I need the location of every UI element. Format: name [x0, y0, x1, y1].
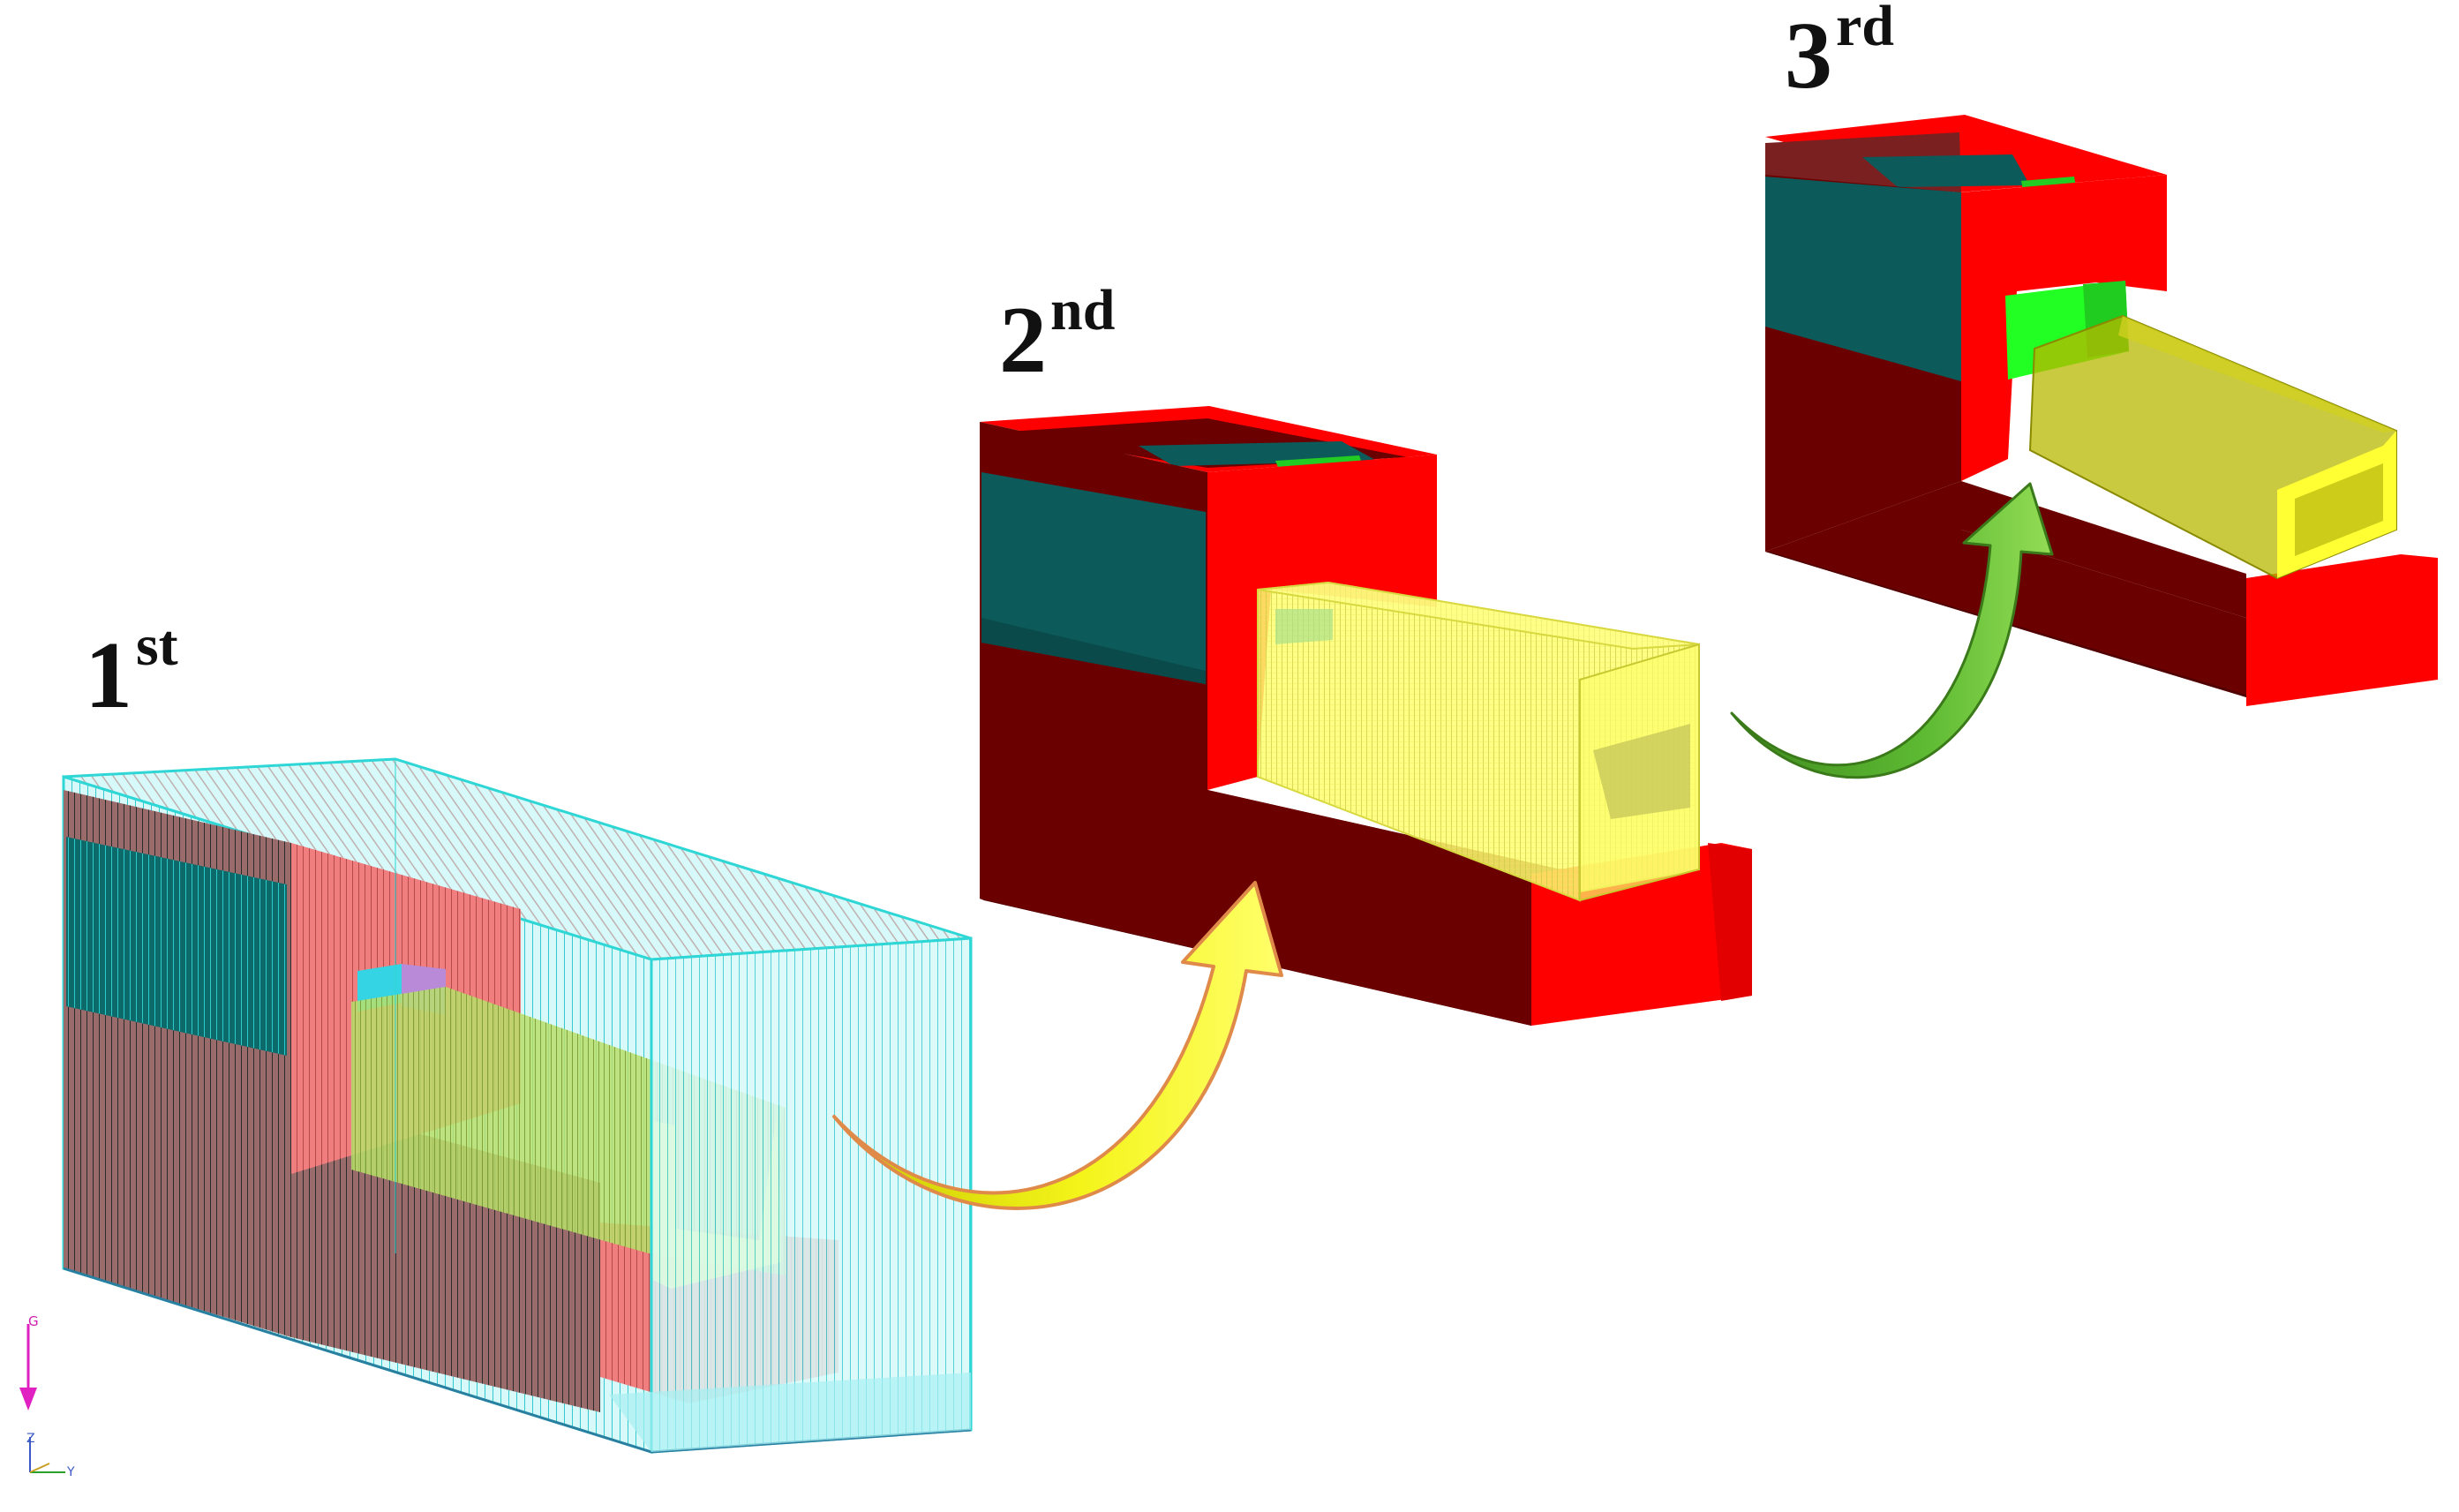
stage-3-suffix: rd — [1836, 0, 1894, 58]
solid3-front-wall — [1961, 175, 2167, 481]
solid3-teal-water — [1765, 177, 1961, 381]
axis-gravity-label: G — [28, 1313, 39, 1329]
axis-y-label: Y — [67, 1465, 75, 1479]
stage-1-suffix: st — [136, 613, 178, 678]
solid2-base-lower — [980, 790, 1580, 1026]
stage-1-mesh-model — [62, 757, 973, 1455]
stage-3-number: 3 — [1785, 4, 1832, 109]
stage-2-label: 2nd — [999, 282, 1115, 388]
stage-2-suffix: nd — [1050, 278, 1116, 342]
axis-triad — [19, 1324, 65, 1473]
axis-z-label: Z — [26, 1432, 35, 1446]
mesh-front-face — [650, 937, 973, 1454]
arrow-stage2-to-stage3 — [1730, 482, 2054, 779]
mesh-water-teal — [66, 837, 287, 1056]
solid3-top-rim — [1765, 115, 2167, 192]
stage-1-number: 1 — [85, 623, 132, 728]
solid2-front-wall — [1207, 455, 1437, 790]
stage-3-solid-model — [1765, 115, 2438, 706]
stage-1-label: 1st — [85, 617, 178, 724]
stage-3-label: 3rd — [1785, 0, 1894, 104]
stage-2-number: 2 — [999, 288, 1047, 393]
stage-2-solid-model — [980, 406, 1752, 1026]
arrow-stage1-to-stage2 — [832, 881, 1283, 1210]
solid3-end-block — [2246, 554, 2438, 706]
